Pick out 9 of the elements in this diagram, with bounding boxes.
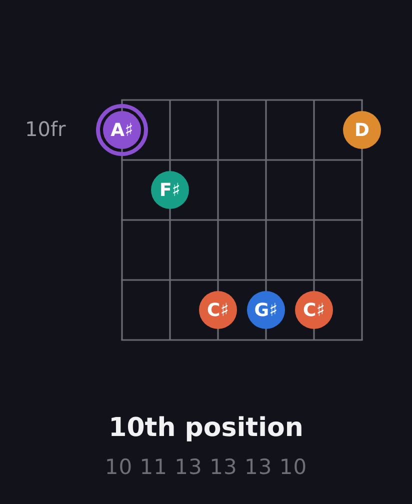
fret-label: 10fr: [25, 117, 66, 141]
position-title: 10th position: [108, 413, 304, 443]
note-dot: F♯: [151, 171, 189, 209]
note-dot: G♯: [247, 291, 285, 329]
root-note-dot: A♯: [96, 104, 148, 156]
fret-numbers: 10 11 13 13 13 10: [104, 455, 308, 479]
note-dot: C♯: [199, 291, 237, 329]
note-dot: D: [343, 111, 381, 149]
note-dot: C♯: [295, 291, 333, 329]
